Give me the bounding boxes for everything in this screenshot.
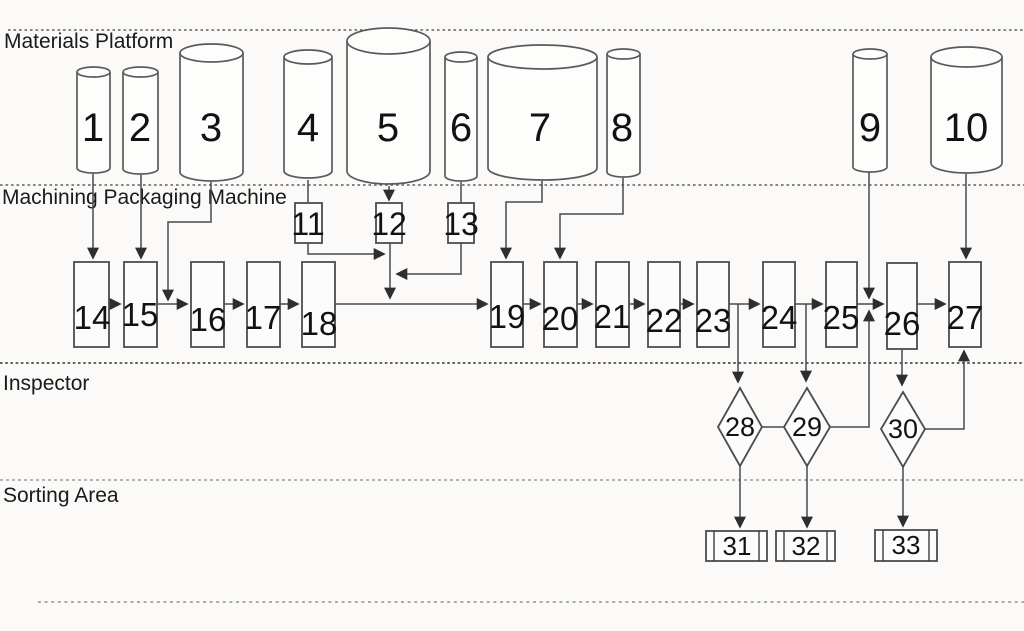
- cylinder-7-body: [487, 57, 598, 181]
- buffer-group: 11 12 13: [291, 202, 479, 244]
- machine-22-label: 22: [646, 302, 683, 339]
- lane-label-materials-platform: Materials Platform: [4, 30, 173, 53]
- cylinder-6-body: [444, 57, 478, 182]
- sorter-32-box: [775, 530, 836, 562]
- machine-26-label: 26: [884, 305, 921, 342]
- return-29-to-flow-25-26: [830, 309, 875, 428]
- machine-27-box: [948, 261, 982, 348]
- cylinder-3-top: [179, 43, 244, 63]
- cylinder-3-label: 3: [200, 106, 222, 150]
- cylinder-1-label: 1: [82, 106, 104, 150]
- machine-17-label: 17: [245, 299, 282, 336]
- connector-group: [87, 172, 972, 529]
- buffer-13-box: [447, 202, 475, 244]
- machine-16-label: 16: [190, 301, 227, 338]
- sorter-group: 31 32 33: [705, 529, 938, 562]
- connector-7-to-19: [500, 181, 543, 260]
- connector-3-to-flow-15-16: [162, 182, 212, 302]
- connector-8-to-20: [554, 178, 624, 260]
- machine-25-label: 25: [823, 299, 860, 336]
- lane-label-inspector: Inspector: [3, 372, 89, 395]
- machine-27-label: 27: [947, 299, 984, 336]
- machine-14-box: [73, 261, 110, 348]
- lane-label-sorting-area: Sorting Area: [3, 484, 119, 507]
- machine-23-label: 23: [695, 302, 732, 339]
- machine-19-box: [490, 261, 524, 348]
- cylinder-10-label: 10: [944, 106, 989, 150]
- cylinder-6-label: 6: [450, 106, 472, 150]
- cylinder-9-top: [852, 48, 888, 60]
- sorter-33-box: [874, 529, 938, 562]
- cylinder-8-body: [606, 54, 641, 178]
- cylinder-10-top: [930, 46, 1003, 68]
- cylinder-7-label: 7: [529, 106, 551, 150]
- cylinder-1-body: [76, 72, 111, 174]
- materials-group: 1 2 3 4 5 6 7 8 9 10: [76, 27, 1003, 185]
- cylinder-8-label: 8: [611, 106, 633, 150]
- cylinder-1-top: [76, 66, 111, 78]
- machine-18-box: [301, 261, 336, 348]
- machine-19-label: 19: [489, 298, 526, 335]
- inspection-28-label: 28: [725, 412, 755, 442]
- connector-13-out: [395, 243, 462, 280]
- cylinder-4-body: [283, 57, 333, 179]
- cylinder-5-top: [346, 27, 431, 55]
- cylinder-4-label: 4: [297, 106, 319, 150]
- inspection-29-label: 29: [792, 412, 822, 442]
- sorter-32-label: 32: [792, 531, 821, 561]
- machine-20-label: 20: [542, 300, 579, 337]
- cylinder-7-top: [487, 44, 598, 70]
- buffer-12-label: 12: [371, 206, 407, 242]
- cylinder-2-label: 2: [129, 106, 151, 150]
- cylinder-2-body: [122, 72, 159, 175]
- machine-18-label: 18: [301, 305, 338, 342]
- machine-24-label: 24: [761, 299, 798, 336]
- sorter-31-box: [705, 530, 768, 562]
- cylinder-9-body: [852, 54, 888, 173]
- return-30-to-27: [925, 349, 970, 430]
- cylinder-5-body: [346, 41, 431, 185]
- machine-22-box: [647, 261, 681, 348]
- buffer-11-label: 11: [291, 206, 324, 242]
- cylinder-4-top: [283, 49, 333, 65]
- machine-21-label: 21: [594, 298, 631, 335]
- machine-25-box: [825, 261, 858, 348]
- cylinder-10-body: [930, 57, 1003, 174]
- connector-11-out: [307, 243, 386, 260]
- lane-label-machining-packaging-machine: Machining Packaging Machine: [2, 186, 287, 209]
- buffer-11-box: [294, 202, 323, 244]
- machine-20-box: [543, 261, 578, 348]
- buffer-12-box: [375, 202, 403, 244]
- buffer-13-label: 13: [443, 206, 479, 242]
- cylinder-2-top: [122, 66, 159, 78]
- cylinder-6-top: [444, 51, 478, 63]
- cylinder-8-top: [606, 48, 641, 60]
- inspection-30-label: 30: [888, 414, 918, 444]
- cylinder-9-label: 9: [859, 106, 881, 150]
- machine-15-label: 15: [122, 296, 159, 333]
- sorter-33-label: 33: [892, 530, 921, 560]
- machine-14-label: 14: [74, 299, 111, 336]
- cylinder-5-label: 5: [377, 106, 399, 150]
- cylinder-3-body: [179, 53, 244, 182]
- inspection-group: 28 29 30: [716, 386, 927, 469]
- sorter-31-label: 31: [723, 531, 752, 561]
- machine-23-box: [696, 261, 730, 348]
